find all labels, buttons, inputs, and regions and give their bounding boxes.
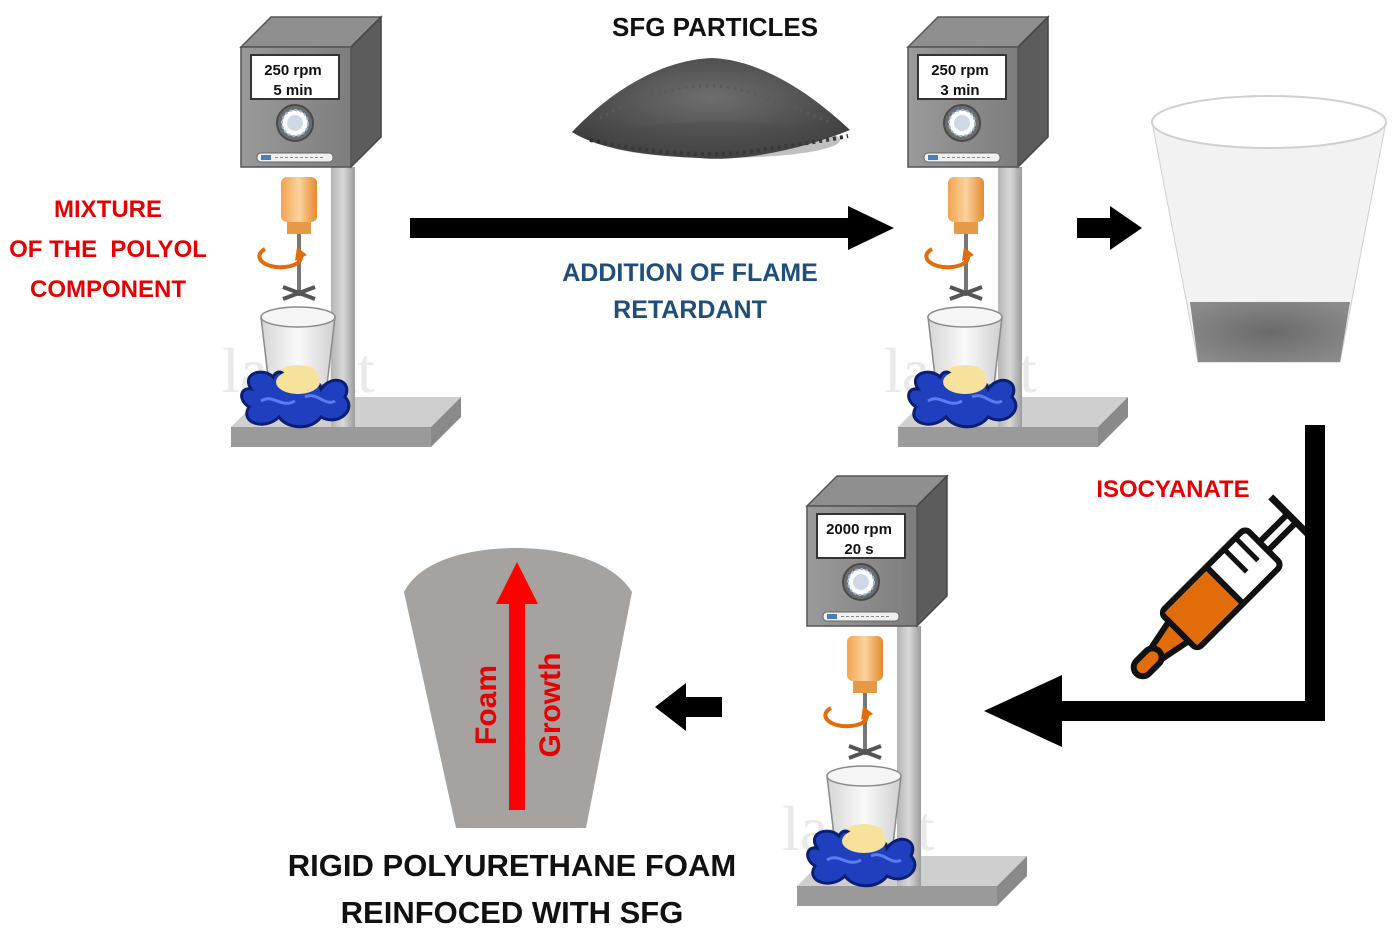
isocyanate-label: ISOCYANATE (1096, 476, 1250, 503)
mixer-3: 2000 rpm 20 s (795, 474, 1029, 908)
arrow-beaker-to-mixer-3 (984, 425, 1325, 747)
mixer-1-time: 5 min (273, 82, 312, 99)
mixer-1-speed: 250 rpm (264, 62, 322, 79)
growth-word: Growth (534, 653, 567, 758)
mixture-label-line3: COMPONENT (30, 276, 186, 303)
flame-retardant-line2: RETARDANT (613, 296, 767, 324)
result-label-line2: REINFOCED WITH SFG (340, 895, 684, 930)
beaker-liquid (1190, 302, 1350, 362)
mixer-3-speed: 2000 rpm (826, 521, 892, 538)
mixer-2-time: 3 min (940, 82, 979, 99)
sfg-particle-pile (572, 58, 850, 159)
mixer-2: 250 rpm 3 min (896, 15, 1130, 449)
foam-block (404, 548, 632, 828)
flame-retardant-line1: ADDITION OF FLAME (562, 259, 818, 287)
arrow-to-mixer-2 (410, 206, 894, 250)
growth-arrow (509, 600, 525, 810)
mixer-2-speed: 250 rpm (931, 62, 989, 79)
mixer-3-time: 20 s (844, 541, 873, 558)
mixer-1: 250 rpm 5 min (229, 15, 463, 449)
result-label-line1: RIGID POLYURETHANE FOAM (287, 848, 737, 883)
foam-word: Foam (470, 665, 503, 745)
mixture-label-line2: OF THE POLYOL (9, 236, 207, 263)
syringe-icon (1130, 494, 1316, 680)
mixture-label-line1: MIXTURE (54, 196, 162, 223)
arrow-to-beaker (1077, 206, 1142, 250)
arrow-to-foam (655, 683, 722, 731)
beaker (1151, 95, 1387, 363)
sfg-particles-label: SFG PARTICLES (612, 12, 819, 42)
